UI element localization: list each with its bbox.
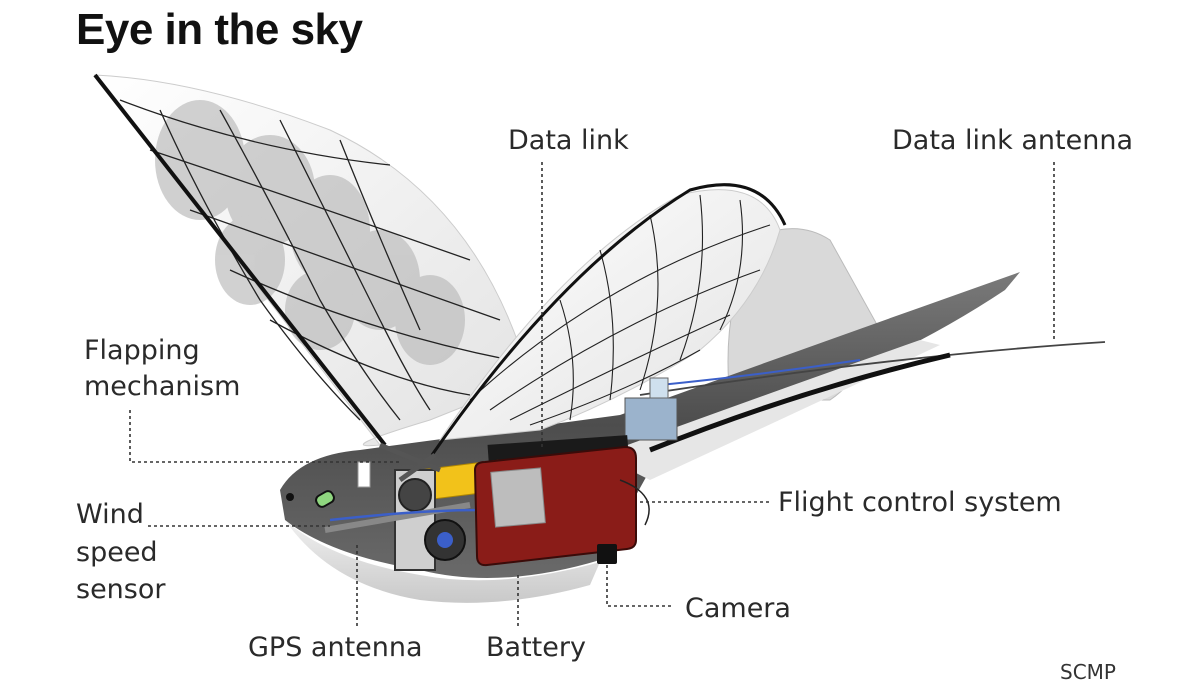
front-wing: [438, 189, 781, 441]
label-wind-2: speed: [76, 537, 158, 568]
label-wind-1: Wind: [76, 499, 144, 530]
label-gps-antenna: GPS antenna: [248, 632, 423, 663]
label-flight-control: Flight control system: [778, 487, 1062, 518]
label-data-link: Data link: [508, 125, 629, 156]
label-flapping-2: mechanism: [84, 371, 241, 402]
source-credit: SCMP: [1060, 660, 1116, 684]
label-wind-3: sensor: [76, 574, 166, 605]
label-data-link-antenna: Data link antenna: [892, 125, 1134, 156]
antenna-wire: [639, 341, 1106, 396]
label-camera: Camera: [685, 593, 791, 624]
wind-sensor-rod: [324, 502, 471, 533]
data-link-module: [624, 397, 678, 441]
leader-camera: [606, 565, 672, 607]
back-wing-spar: [93, 73, 387, 447]
camera-unit: [597, 544, 617, 564]
tail-rod: [649, 352, 951, 453]
front-wing-spar: [430, 183, 787, 456]
control-board: [490, 467, 546, 528]
label-flapping-1: Flapping: [84, 335, 200, 366]
body-belly: [285, 520, 600, 603]
diagram-title: Eye in the sky: [76, 5, 363, 54]
data-link-plate: [487, 435, 629, 463]
label-battery: Battery: [486, 632, 586, 663]
